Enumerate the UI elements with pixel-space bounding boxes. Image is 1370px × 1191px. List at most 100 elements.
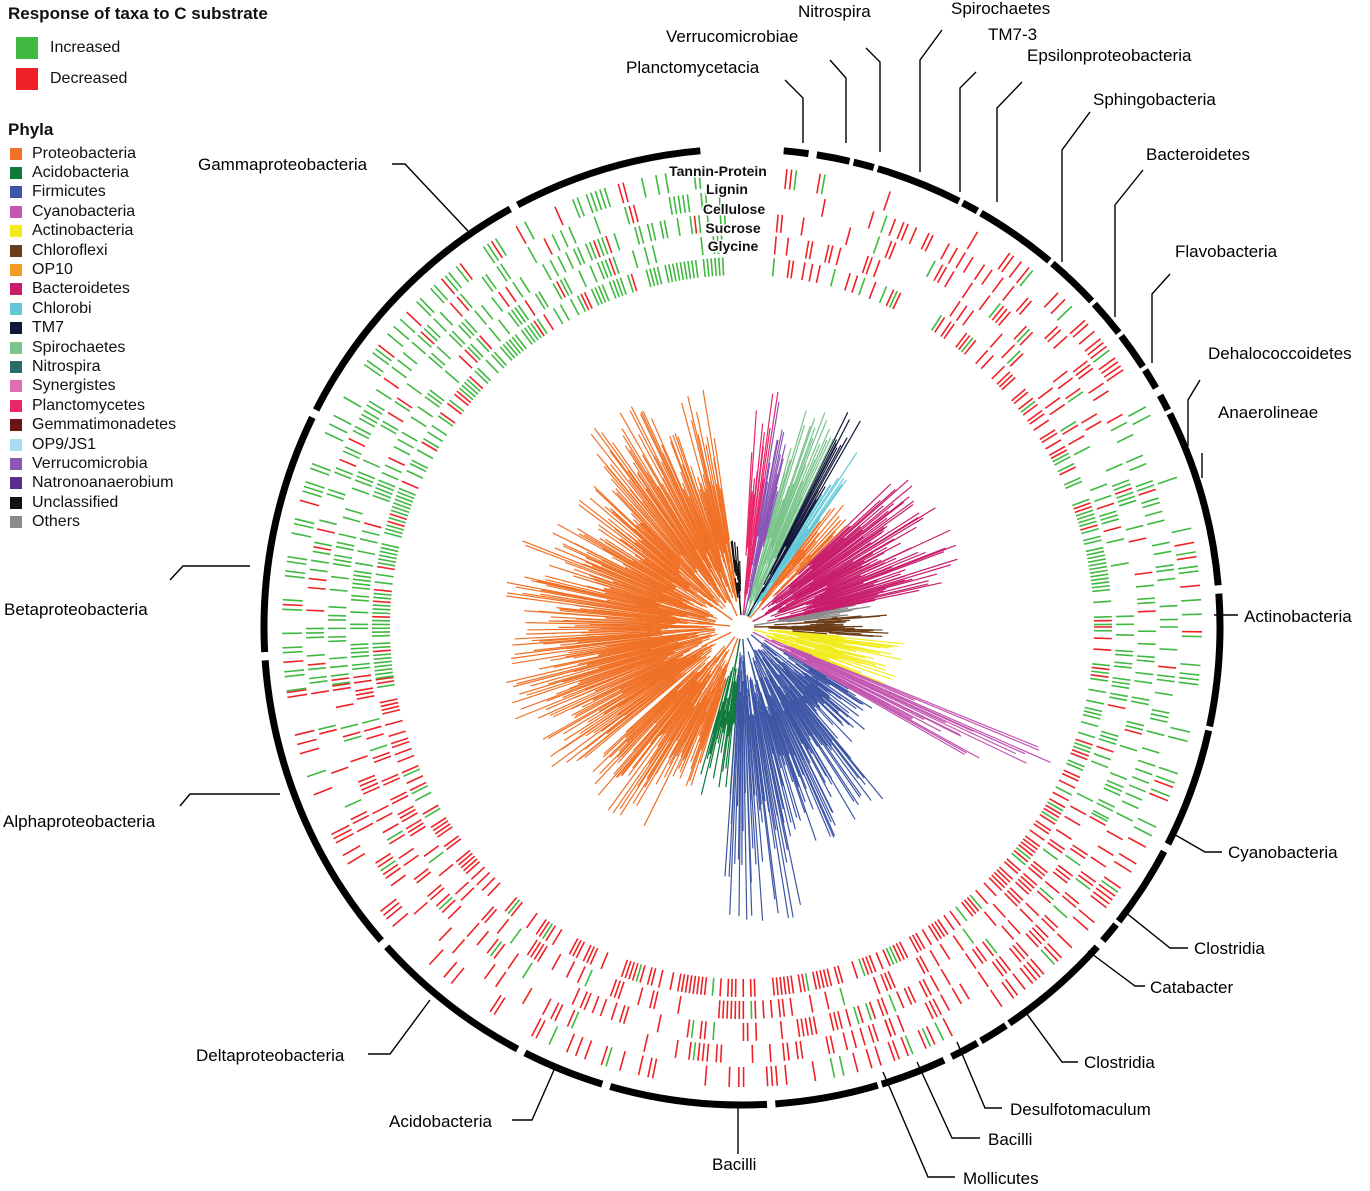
heat-cell	[355, 688, 373, 691]
heat-cell	[576, 1037, 583, 1056]
heat-cell	[1156, 565, 1174, 568]
heat-cell	[1115, 654, 1133, 655]
heat-cell	[1122, 801, 1138, 808]
heat-cell	[838, 1011, 842, 1028]
heat-cell	[292, 533, 312, 537]
heat-cell	[1002, 982, 1014, 998]
heat-cell	[889, 995, 896, 1012]
heat-cell	[817, 174, 820, 194]
heat-cell	[869, 282, 876, 299]
heat-cell	[866, 1049, 872, 1068]
heat-cell	[439, 897, 452, 909]
heat-cell	[897, 992, 904, 1009]
heat-cell	[331, 825, 349, 834]
heat-cell	[1053, 453, 1069, 461]
heat-cell	[1007, 891, 1020, 904]
leader-line	[1172, 833, 1222, 852]
heat-cell	[990, 334, 1002, 347]
heat-cell	[420, 298, 434, 312]
heat-cell	[376, 574, 394, 577]
phylum-legend-item: Synergistes	[6, 377, 306, 396]
heat-cell	[1135, 572, 1153, 574]
heat-cell	[374, 661, 392, 663]
heat-cell	[1102, 362, 1118, 374]
heat-cell	[827, 969, 831, 986]
heat-cell	[577, 296, 585, 312]
taxon-arc	[817, 155, 850, 161]
heat-cell	[783, 1043, 785, 1061]
heat-cell	[1045, 326, 1058, 338]
heat-cell	[923, 979, 931, 995]
heat-cell	[537, 319, 547, 334]
heat-cell	[771, 1000, 772, 1018]
heat-cell	[360, 539, 378, 543]
heat-cell	[306, 610, 324, 611]
heat-cell	[461, 294, 473, 308]
heat-cell	[377, 684, 395, 687]
heat-cell	[531, 942, 541, 957]
heat-cell	[525, 300, 535, 315]
heat-cell	[798, 974, 801, 992]
heat-cell	[880, 286, 887, 303]
heat-cell	[1180, 585, 1200, 587]
heat-cell	[455, 882, 468, 894]
heat-cell	[1168, 736, 1187, 741]
heat-cell	[471, 867, 484, 879]
heat-cell	[1070, 848, 1085, 858]
heat-cell	[427, 393, 441, 404]
heat-cell	[697, 976, 699, 994]
heat-cell	[1056, 869, 1070, 880]
heat-cell	[1174, 542, 1194, 546]
heat-cell	[553, 283, 562, 299]
heat-cell	[1180, 673, 1200, 675]
heat-cell	[929, 926, 939, 941]
heat-cell	[536, 1020, 545, 1038]
heat-cell	[407, 471, 423, 479]
leader-line	[830, 60, 846, 143]
heat-cell	[319, 520, 336, 524]
heat-cell	[581, 294, 589, 310]
heat-cell	[1090, 570, 1108, 573]
taxon-arc	[316, 209, 510, 410]
heat-cell	[685, 975, 688, 993]
taxon-label-bacteroidetes: Bacteroidetes	[1146, 145, 1250, 164]
heat-cell	[913, 935, 922, 951]
ring-label-sucrose: Sucrose	[705, 220, 760, 236]
heat-cell	[890, 947, 898, 963]
heat-cell	[1066, 481, 1083, 488]
heat-cell	[963, 929, 974, 944]
heat-cell	[1109, 697, 1127, 700]
heat-cell	[334, 559, 352, 562]
heat-cell	[1091, 578, 1109, 580]
heat-cell	[308, 663, 326, 665]
heat-cell	[508, 954, 518, 969]
heat-cell	[297, 739, 316, 744]
heat-cell	[1159, 767, 1178, 773]
heat-cell	[388, 334, 403, 347]
heat-cell	[1042, 811, 1057, 820]
phylum-label: Cyanobacteria	[32, 203, 135, 221]
heat-cell	[773, 258, 775, 276]
heat-cell	[1029, 867, 1043, 879]
heat-cell	[845, 273, 850, 290]
leader-line	[883, 1072, 955, 1177]
heat-cell	[483, 247, 494, 264]
heat-cell	[1138, 644, 1156, 645]
heat-cell	[444, 962, 457, 977]
heat-cell	[424, 439, 439, 448]
heat-cell	[343, 846, 360, 856]
heat-cell	[1137, 602, 1155, 603]
heat-cell	[381, 861, 396, 871]
heat-cell	[852, 276, 858, 293]
heat-cell	[1116, 813, 1132, 821]
heat-cell	[374, 590, 392, 592]
heat-cell	[283, 605, 303, 606]
heat-cell	[948, 248, 957, 264]
heat-cell	[1016, 942, 1028, 956]
heat-cell	[840, 988, 845, 1005]
heat-cell	[1132, 777, 1149, 783]
heat-cell	[981, 356, 993, 369]
heat-cell	[698, 1043, 700, 1061]
heat-cell	[1059, 780, 1075, 788]
